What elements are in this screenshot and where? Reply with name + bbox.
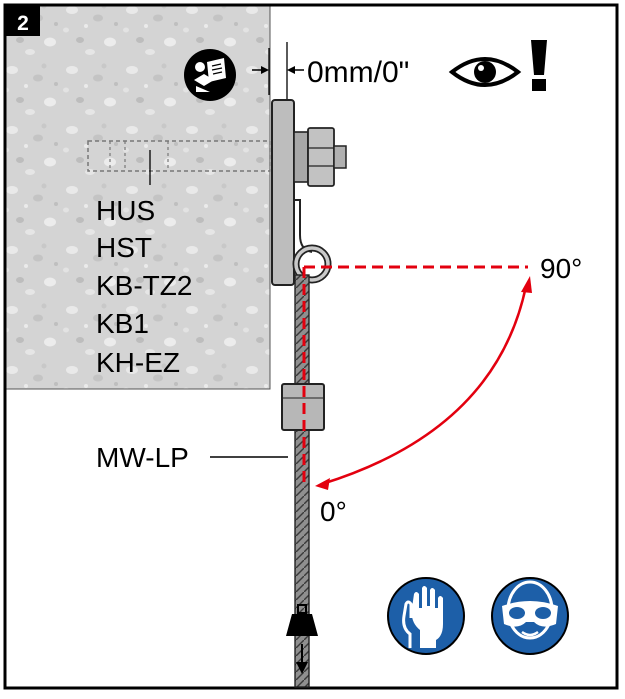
clearance-dimension (252, 42, 304, 110)
panel-border (3, 3, 619, 690)
weight-icon (286, 604, 318, 636)
anchor-label-kb1: KB1 (96, 308, 149, 339)
anchor-label-kb-tz2: KB-TZ2 (96, 270, 192, 301)
safety-goggles-icon (491, 577, 569, 655)
angle-max-label: 90° (540, 253, 582, 284)
read-manual-icon (184, 49, 236, 101)
gloves-icon (387, 577, 465, 655)
anchor-bolt (87, 140, 271, 172)
hanger-label: MW-LP (96, 442, 189, 473)
step-number: 2 (17, 12, 29, 35)
load-direction-arrow (296, 644, 308, 674)
angle-indicator (302, 265, 532, 490)
anchor-label-hst: HST (96, 232, 152, 263)
anchor-label-hus: HUS (96, 195, 155, 226)
hanger-bracket (271, 99, 347, 286)
step-badge (6, 6, 40, 36)
exclamation-icon (531, 40, 547, 91)
anchor-label-kh-ez: KH-EZ (96, 347, 180, 378)
eye-icon (448, 57, 522, 87)
clearance-label: 0mm/0" (307, 56, 409, 89)
angle-min-label: 0° (320, 496, 347, 527)
